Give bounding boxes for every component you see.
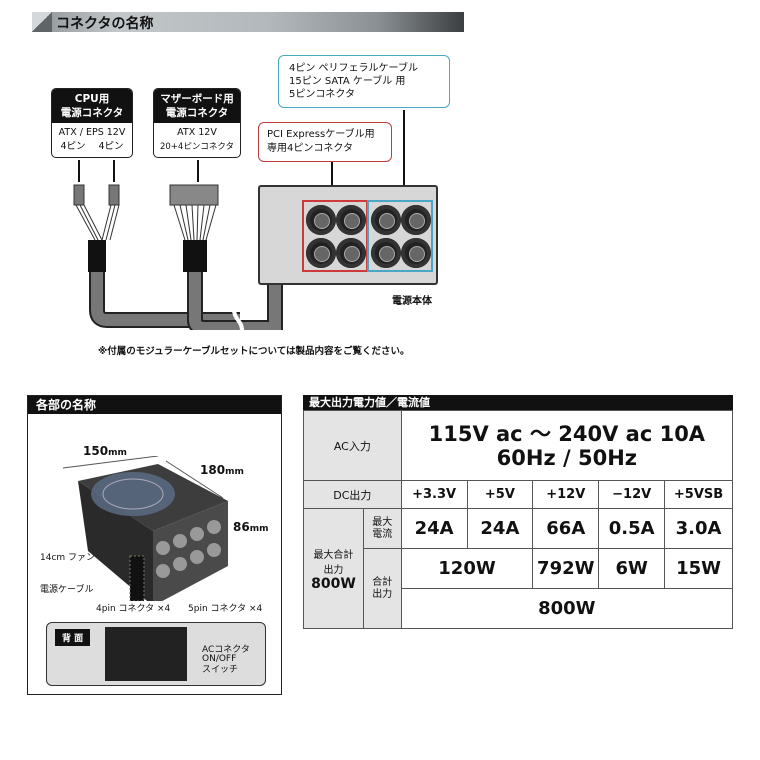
- dc-output-label: DC出力: [303, 480, 402, 509]
- watts-5vsb: 15W: [664, 548, 733, 589]
- cpu-label-head: CPU用 電源コネクタ: [52, 89, 132, 123]
- leader-line: [403, 110, 405, 197]
- dim-width: 150mm: [83, 444, 127, 458]
- watts-minus12v: 6W: [598, 548, 666, 589]
- grand-total-watts: 800W: [400, 588, 734, 629]
- modular-cable-illustration: [73, 184, 289, 330]
- peripheral-connector-group: [367, 200, 433, 272]
- cpu-connector-label: CPU用 電源コネクタ ATX / EPS 12V 4ピン 4ピン: [51, 88, 133, 158]
- watts-3v3-5v: 120W: [400, 548, 534, 589]
- footnote: ※付属のモジュラーケーブルセットについては製品内容をご覧ください。: [98, 346, 410, 357]
- 5pin-label: 5pin コネクタ ×4: [188, 604, 263, 614]
- ac-connector-label: ACコネクタ: [202, 645, 250, 655]
- leader-line: [78, 160, 80, 182]
- connector-port-icon: [371, 205, 401, 235]
- watts-12v: 792W: [532, 548, 600, 589]
- psu-body: [258, 185, 438, 285]
- section-title: コネクタの名称: [56, 16, 154, 32]
- fan-label: 14cm ファン: [40, 553, 96, 563]
- leader-line: [197, 160, 199, 182]
- switch-label: ON/OFF スイッチ: [202, 654, 239, 675]
- current-5v: 24A: [466, 508, 534, 549]
- leader-line: [113, 160, 115, 182]
- leader-line: [331, 162, 333, 197]
- connector-port-icon: [336, 238, 366, 268]
- dim-depth: 180mm: [200, 463, 244, 477]
- connector-port-icon: [306, 205, 336, 235]
- psu-body-label: 電源本体: [392, 296, 432, 307]
- parts-panel: 各部の名称 150mm 180mm 86mm 14cm ファン 電源ケーブル 4…: [27, 395, 282, 695]
- current-12v: 66A: [532, 508, 600, 549]
- psu-photo: [62, 456, 228, 601]
- peripheral-line1: 4ピン ペリフェラルケーブル: [289, 63, 418, 74]
- max-current-label: 最大電流: [362, 508, 402, 549]
- cpu-label-body: ATX / EPS 12V 4ピン 4ピン: [58, 127, 126, 152]
- motherboard-connector-label: マザーボード用 電源コネクタ ATX 12V 20+4ピンコネクタ: [153, 88, 241, 158]
- peripheral-line2: 15ピン SATA ケーブル 用: [289, 76, 406, 87]
- connector-port-icon: [371, 238, 401, 268]
- connector-port-icon: [401, 238, 431, 268]
- rail-5vsb: +5VSB: [664, 480, 733, 509]
- spec-table: AC入力 115V ac ～ 240V ac 10A 60Hz / 50Hz D…: [303, 410, 734, 629]
- peripheral-line3: 5ピンコネクタ: [289, 89, 355, 100]
- current-minus12v: 0.5A: [598, 508, 666, 549]
- rail-minus12v: −12V: [598, 480, 666, 509]
- section-header-bar: [32, 12, 464, 32]
- connector-port-icon: [336, 205, 366, 235]
- spec-table-title: 最大出力電力値／電流値: [303, 395, 733, 411]
- current-3v3: 24A: [400, 508, 468, 549]
- rail-5v: +5V: [466, 480, 534, 509]
- rear-photo: [105, 627, 187, 681]
- mb-label-head: マザーボード用 電源コネクタ: [154, 89, 240, 123]
- sum-output-label: 合計出力: [362, 548, 402, 629]
- max-total-output-label: 最大合計 出力 800W: [303, 508, 364, 629]
- pcie-connector-label: PCI Expressケーブル用 専用4ピンコネクタ: [258, 122, 392, 162]
- peripheral-connector-label: 4ピン ペリフェラルケーブル 15ピン SATA ケーブル 用 5ピンコネクタ: [278, 55, 450, 108]
- cable-label: 電源ケーブル: [40, 585, 94, 595]
- pcie-connector-group: [302, 200, 368, 272]
- ac-input-value: 115V ac ～ 240V ac 10A 60Hz / 50Hz: [400, 410, 734, 481]
- mb-label-body: ATX 12V 20+4ピンコネクタ: [159, 127, 234, 152]
- section-header-triangle-icon: [32, 12, 52, 32]
- connector-port-icon: [306, 238, 336, 268]
- dim-height: 86mm: [233, 520, 269, 534]
- rear-badge: 背 面: [55, 629, 91, 646]
- parts-panel-title: 各部の名称: [28, 396, 281, 414]
- ac-input-label: AC入力: [303, 410, 402, 481]
- rear-panel: 背 面 ACコネクタ ON/OFF スイッチ: [46, 622, 266, 686]
- 4pin-label: 4pin コネクタ ×4: [96, 604, 171, 614]
- rail-12v: +12V: [532, 480, 600, 509]
- current-5vsb: 3.0A: [664, 508, 733, 549]
- connector-port-icon: [401, 205, 431, 235]
- rail-3v3: +3.3V: [400, 480, 468, 509]
